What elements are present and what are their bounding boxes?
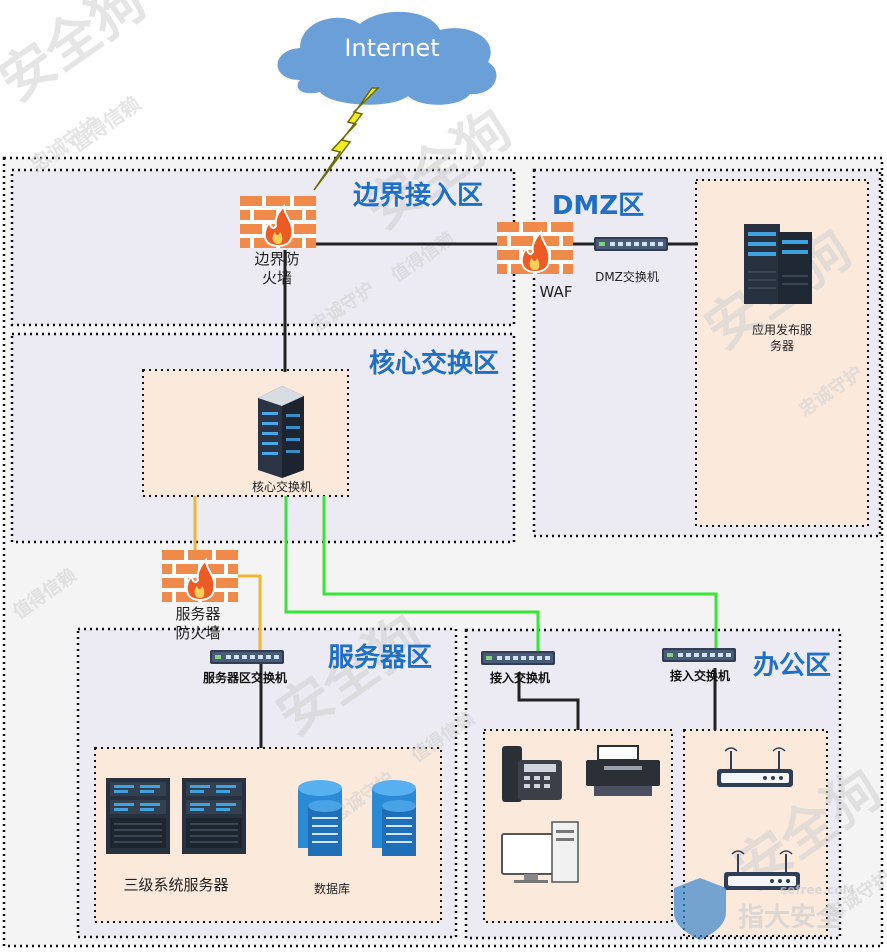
switch-icon [594, 237, 668, 251]
office-terminals [501, 745, 660, 883]
switch-icon [481, 651, 555, 665]
server-rack-icon [105, 777, 171, 855]
shield-icon [674, 878, 726, 940]
switch-icon [662, 648, 736, 662]
links-green [284, 496, 718, 652]
internet-label: Internet [344, 34, 439, 62]
core-switch-label: 核心交换机 [252, 479, 312, 494]
waf-label: WAF [540, 283, 573, 301]
server-firewall-label-2: 防火墙 [175, 624, 220, 642]
desktop-pc-icon [501, 821, 579, 883]
watermark-logo-text: 指大安全 [738, 902, 843, 933]
server-zone-switch: 服务器区交换机 [203, 650, 287, 685]
server-firewall-label-1: 服务器 [175, 605, 220, 623]
dmz-server-box [695, 179, 869, 527]
links-black [259, 242, 717, 748]
access-switch-1-label: 接入交换机 [490, 670, 550, 685]
phone-icon [502, 746, 562, 802]
zone-title-office: 办公区 [753, 651, 831, 681]
server-firewall: 服务器 防火墙 [161, 549, 239, 642]
database: 数据库 [297, 779, 417, 896]
firewall-icon [496, 221, 574, 275]
app-server: 应用发布服 务器 [744, 224, 812, 353]
app-server-label-1: 应用发布服 [752, 322, 812, 337]
class3-servers: 三级系统服务器 [105, 777, 247, 894]
link-core-access1 [284, 496, 540, 652]
border-firewall: 边界防 火墙 [239, 195, 317, 287]
zone-title-dmz: DMZ区 [552, 191, 644, 221]
watermark-logo: 指大安全 sefree.coM [674, 878, 855, 940]
server-zone-switch-label: 服务器区交换机 [203, 670, 287, 685]
printer-icon [586, 745, 660, 796]
firewall-icon [239, 195, 317, 249]
database-label: 数据库 [314, 881, 350, 896]
server-rack-icon [744, 224, 780, 304]
dmz-switch-label: DMZ交换机 [595, 269, 659, 284]
core-switch: 核心交换机 [252, 386, 312, 494]
link-access1-terminals [517, 672, 580, 730]
border-firewall-label-2: 火墙 [262, 269, 292, 287]
waf: WAF [496, 221, 574, 301]
dmz-switch: DMZ交换机 [594, 237, 668, 284]
watermark-site-text: sefree.coM [780, 883, 855, 897]
switch-icon [210, 650, 284, 664]
zone-title-core: 核心交换区 [369, 348, 499, 379]
cloud-icon [277, 11, 497, 105]
firewall-icon [161, 549, 239, 603]
app-server-label-2: 务器 [770, 338, 794, 353]
access-switch-2: 接入交换机 [662, 648, 736, 683]
links-orange [193, 496, 262, 650]
access-switch-2-label: 接入交换机 [670, 668, 730, 683]
zone-title-border: 边界接入区 [353, 181, 483, 211]
server-rack-icon [181, 777, 247, 855]
database-icon [297, 779, 343, 857]
link-serverfw-serversw [238, 574, 262, 650]
class3-servers-label: 三级系统服务器 [123, 876, 228, 894]
link-core-access2 [322, 496, 718, 650]
zone-title-server: 服务器区 [328, 643, 432, 673]
database-icon [371, 779, 417, 857]
internet-cloud: Internet [277, 11, 497, 105]
core-switch-box [142, 369, 349, 497]
lightning-icon [313, 87, 380, 191]
access-switch-1: 接入交换机 [481, 651, 555, 685]
border-firewall-label-1: 边界防 [254, 250, 299, 268]
